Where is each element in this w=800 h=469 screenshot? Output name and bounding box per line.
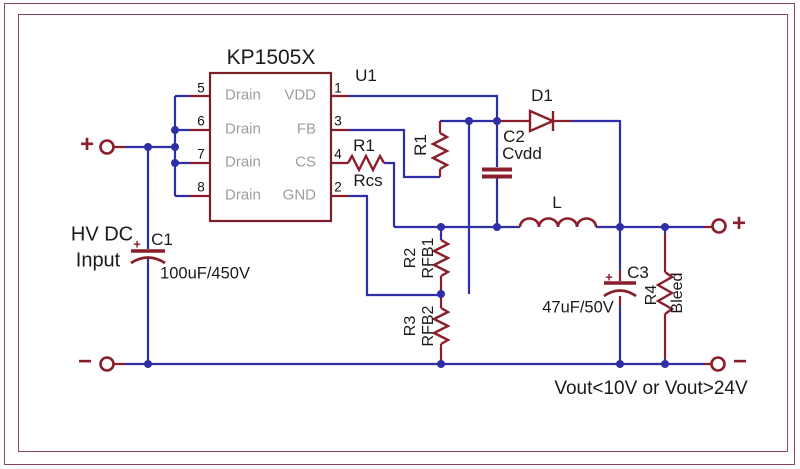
pin-label-drain-7: Drain xyxy=(225,153,261,171)
resistor-r3 xyxy=(431,306,451,346)
pin-label-cs: CS xyxy=(295,153,316,171)
c1-refdes: C1 xyxy=(151,230,173,249)
c3-polarity-sign: + xyxy=(605,269,613,285)
output-plus-sign: + xyxy=(731,210,747,237)
input-minus-sign: − xyxy=(77,348,93,375)
c3-value: 47uF/50V xyxy=(542,298,614,317)
pin-number-2: 2 xyxy=(334,179,342,195)
output-voltage-note: Vout<10V or Vout>24V xyxy=(554,378,748,399)
resistor-r2 xyxy=(431,238,451,278)
c2-refdes: C2 xyxy=(503,127,525,146)
input-plus-sign: + xyxy=(79,131,95,158)
output-minus-sign: − xyxy=(732,348,748,375)
d1-refdes: D1 xyxy=(531,86,553,105)
l-refdes: L xyxy=(552,193,562,212)
inductor-l xyxy=(518,217,598,228)
r4-name: Bleed xyxy=(669,272,686,314)
pin-label-drain-8: Drain xyxy=(225,186,261,204)
pin-number-5: 5 xyxy=(197,80,205,96)
r1-vertical-refdes: R1 xyxy=(411,134,430,156)
c2-name: Cvdd xyxy=(502,144,542,163)
r2-refdes: R2 xyxy=(402,247,419,269)
rcs-refdes: R1 xyxy=(353,136,375,155)
pin-number-6: 6 xyxy=(197,113,205,129)
input-plus-terminal xyxy=(99,139,115,155)
c1-value: 100uF/450V xyxy=(160,264,250,283)
r3-name: RFB2 xyxy=(420,305,437,347)
pin-number-4: 4 xyxy=(334,146,342,162)
pin-label-drain-5: Drain xyxy=(225,86,261,104)
pin-number-7: 7 xyxy=(197,146,205,162)
ic-body xyxy=(208,71,333,223)
pin-number-1: 1 xyxy=(334,80,342,96)
capacitor-c3 xyxy=(603,281,637,298)
c1-polarity-sign: + xyxy=(133,236,141,252)
pin-number-8: 8 xyxy=(197,179,205,195)
resistor-r4 xyxy=(655,271,675,315)
component-leads xyxy=(114,94,712,366)
resistor-rcs xyxy=(346,153,386,173)
pin-label-drain-6: Drain xyxy=(225,120,261,138)
wires xyxy=(125,94,704,366)
resistor-r1-vertical xyxy=(430,131,450,171)
r2-name: RFB1 xyxy=(420,237,437,279)
pin-label-vdd: VDD xyxy=(284,86,316,104)
capacitor-c1 xyxy=(130,249,166,265)
pin-label-gnd: GND xyxy=(282,186,316,204)
pin-label-fb: FB xyxy=(296,120,316,138)
terminals xyxy=(99,139,727,372)
junction-dots xyxy=(144,117,669,368)
input-minus-terminal xyxy=(99,356,115,372)
c3-refdes: C3 xyxy=(627,263,649,282)
resistor-symbols xyxy=(346,131,675,346)
capacitor-c2 xyxy=(482,167,512,179)
output-plus-terminal xyxy=(711,218,727,234)
input-label-line1: HV DC xyxy=(70,223,134,246)
pin-number-3: 3 xyxy=(334,113,342,129)
diode-d1 xyxy=(528,109,557,133)
r3-refdes: R3 xyxy=(402,315,419,337)
ic-refdes: U1 xyxy=(355,66,377,85)
rcs-name: Rcs xyxy=(353,171,383,190)
r4-refdes: R4 xyxy=(643,284,660,306)
output-minus-terminal xyxy=(710,356,726,372)
ic-title: KP1505X xyxy=(226,46,316,69)
input-label-line2: Input xyxy=(75,249,121,272)
